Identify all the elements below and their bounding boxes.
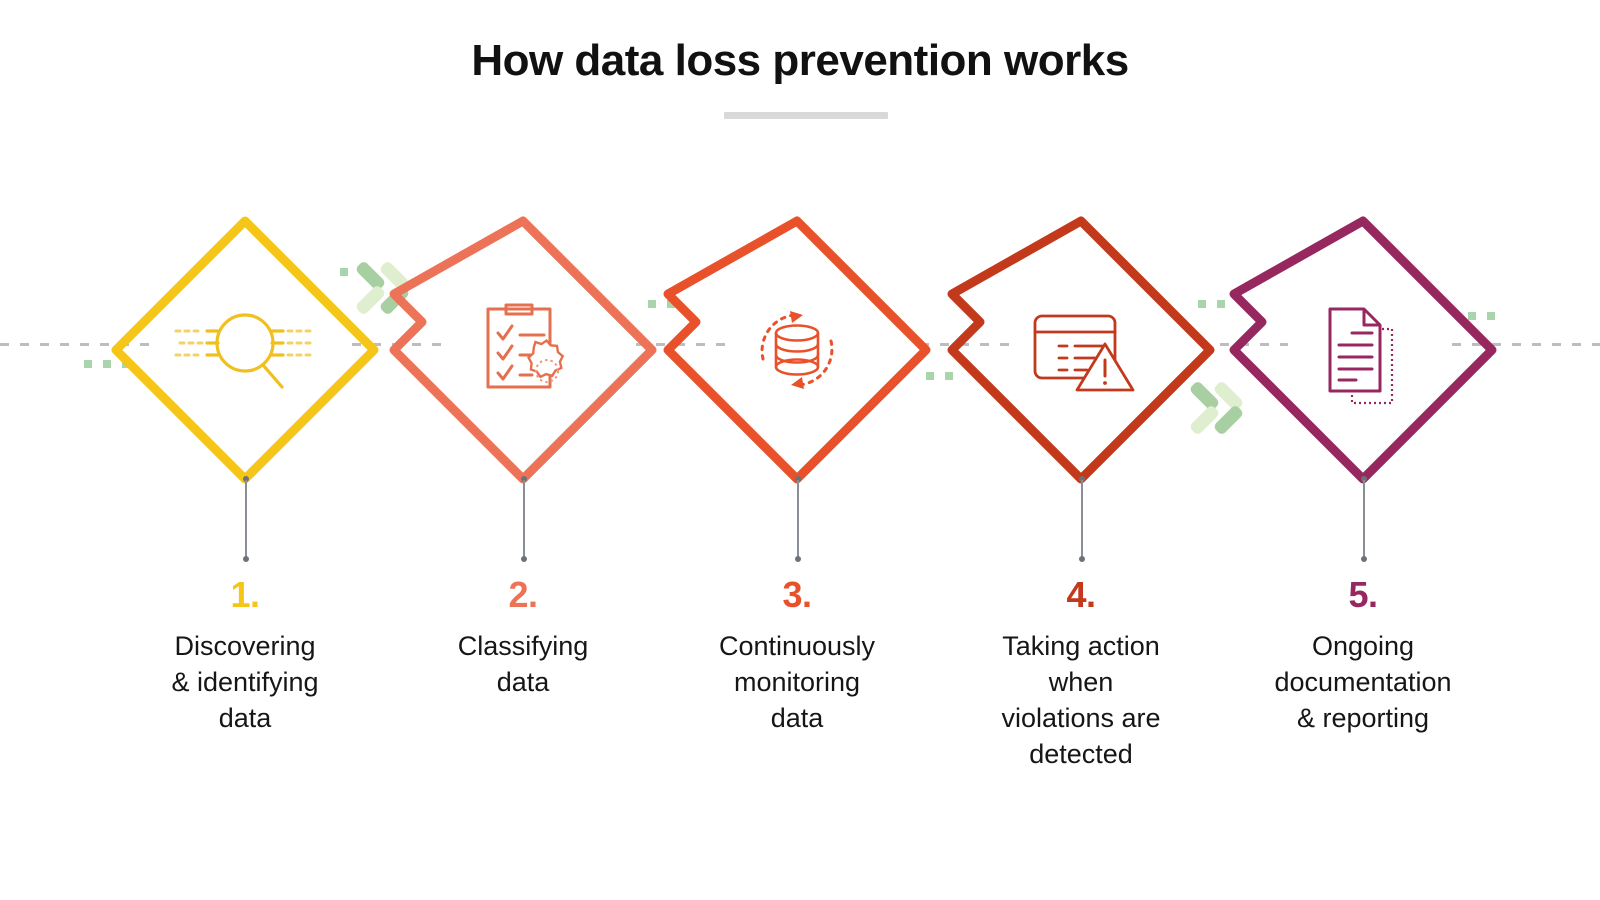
step-caption-5: Ongoing documentation & reporting xyxy=(1274,631,1452,733)
step-1[interactable]: 1. Discovering & identifying data xyxy=(100,0,390,900)
flow-track-right xyxy=(1452,343,1600,346)
stem-dot xyxy=(520,556,527,562)
step-number-4: 4. xyxy=(1066,574,1096,615)
window-alert-icon xyxy=(936,205,1226,495)
stem-dot xyxy=(794,556,801,562)
step-number-1: 1. xyxy=(230,574,260,615)
diamond-2 xyxy=(378,205,668,495)
step-stem-1 xyxy=(242,476,249,562)
step-number-2: 2. xyxy=(508,574,538,615)
diamond-5 xyxy=(1218,205,1508,495)
stem-line xyxy=(1363,480,1365,558)
step-4[interactable]: 4. Taking action when violations are det… xyxy=(936,0,1226,900)
step-stem-3 xyxy=(794,476,801,562)
magnifier-scan-icon xyxy=(100,205,390,495)
stem-line xyxy=(245,480,247,558)
stem-dot xyxy=(242,556,249,562)
green-dots-e xyxy=(1468,312,1496,320)
green-dots-c xyxy=(926,372,954,380)
page-title: How data loss prevention works xyxy=(471,36,1129,85)
step-caption-3: Continuously monitoring data xyxy=(718,631,876,733)
flow-track-2-3 xyxy=(636,343,728,346)
step-3[interactable]: 3. Continuously monitoring data xyxy=(652,0,942,900)
step-caption-2: Classifying data xyxy=(457,631,589,697)
title-underline-rule xyxy=(724,112,888,119)
document-copy-icon xyxy=(1218,205,1508,495)
diamond-4 xyxy=(936,205,1226,495)
green-dots-f xyxy=(340,268,358,276)
clipboard-checklist-seal-icon xyxy=(378,205,668,495)
stem-line xyxy=(797,480,799,558)
green-dots-a xyxy=(84,360,130,368)
database-refresh-icon xyxy=(652,205,942,495)
stem-dot xyxy=(242,476,249,482)
stem-dot xyxy=(520,476,527,482)
stem-dot xyxy=(1360,556,1367,562)
flow-track-left xyxy=(0,343,150,346)
stem-line xyxy=(1081,480,1083,558)
stem-dot xyxy=(794,476,801,482)
step-number-5: 5. xyxy=(1348,574,1378,615)
stem-dot xyxy=(1360,476,1367,482)
step-number-3: 3. xyxy=(782,574,812,615)
step-caption-1: Discovering & identifying data xyxy=(171,631,319,733)
step-stem-4 xyxy=(1078,476,1085,562)
flow-track-3-4 xyxy=(920,343,1012,346)
green-dots-b xyxy=(648,300,676,308)
step-5[interactable]: 5. Ongoing documentation & reporting xyxy=(1218,0,1508,900)
diamond-3 xyxy=(652,205,942,495)
step-stem-2 xyxy=(520,476,527,562)
step-2[interactable]: 2. Classifying data xyxy=(378,0,668,900)
stem-dot xyxy=(1078,476,1085,482)
green-dots-d xyxy=(1198,300,1226,308)
step-caption-4: Taking action when violations are detect… xyxy=(1001,631,1161,769)
stem-line xyxy=(523,480,525,558)
step-stem-5 xyxy=(1360,476,1367,562)
stem-dot xyxy=(1078,556,1085,562)
